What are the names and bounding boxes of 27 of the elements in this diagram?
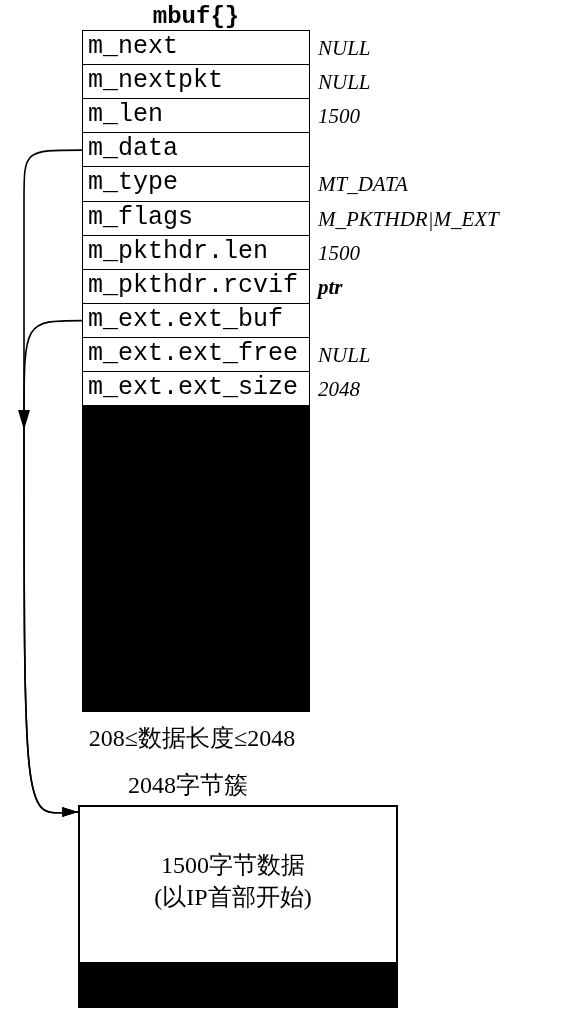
box-title: 2048字节簇 [128, 771, 248, 800]
field-cell: m_pkthdr.len [82, 234, 310, 271]
field-value: MT_DATA [318, 171, 408, 198]
field-value: NULL [318, 69, 371, 96]
filled-band [80, 962, 396, 1006]
field-value: NULL [318, 35, 371, 61]
field-cell: m_flags [82, 200, 310, 237]
field-value: 2048 [318, 376, 360, 402]
struct-name: mbuf{} [151, 3, 241, 31]
field-cell: m_pkthdr.rcvif [82, 268, 310, 305]
field-cell: m_type [82, 166, 310, 202]
field-cell: m_data [82, 132, 310, 168]
field-value: NULL [318, 341, 371, 368]
field-cell: m_ext.ext_free [82, 336, 310, 373]
field-value: ptr [318, 273, 343, 300]
field-cell: m_nextpkt [82, 64, 310, 100]
field-cell: m_len [82, 98, 310, 134]
range-label: 208≤数据长度≤2048 [87, 724, 297, 754]
field-cell: m_ext.ext_size [82, 371, 310, 407]
field-cell: m_next [82, 30, 310, 66]
field-cell: m_ext.ext_buf [82, 302, 310, 339]
filled-block [82, 405, 310, 713]
field-value: M_PKTHDR|M_EXT [318, 205, 499, 232]
field-value: 1500 [318, 239, 360, 266]
field-value: 1500 [318, 103, 360, 130]
box-text: 1500字节数据(以IP首部开始) [153, 851, 313, 912]
arrow [18, 319, 83, 817]
